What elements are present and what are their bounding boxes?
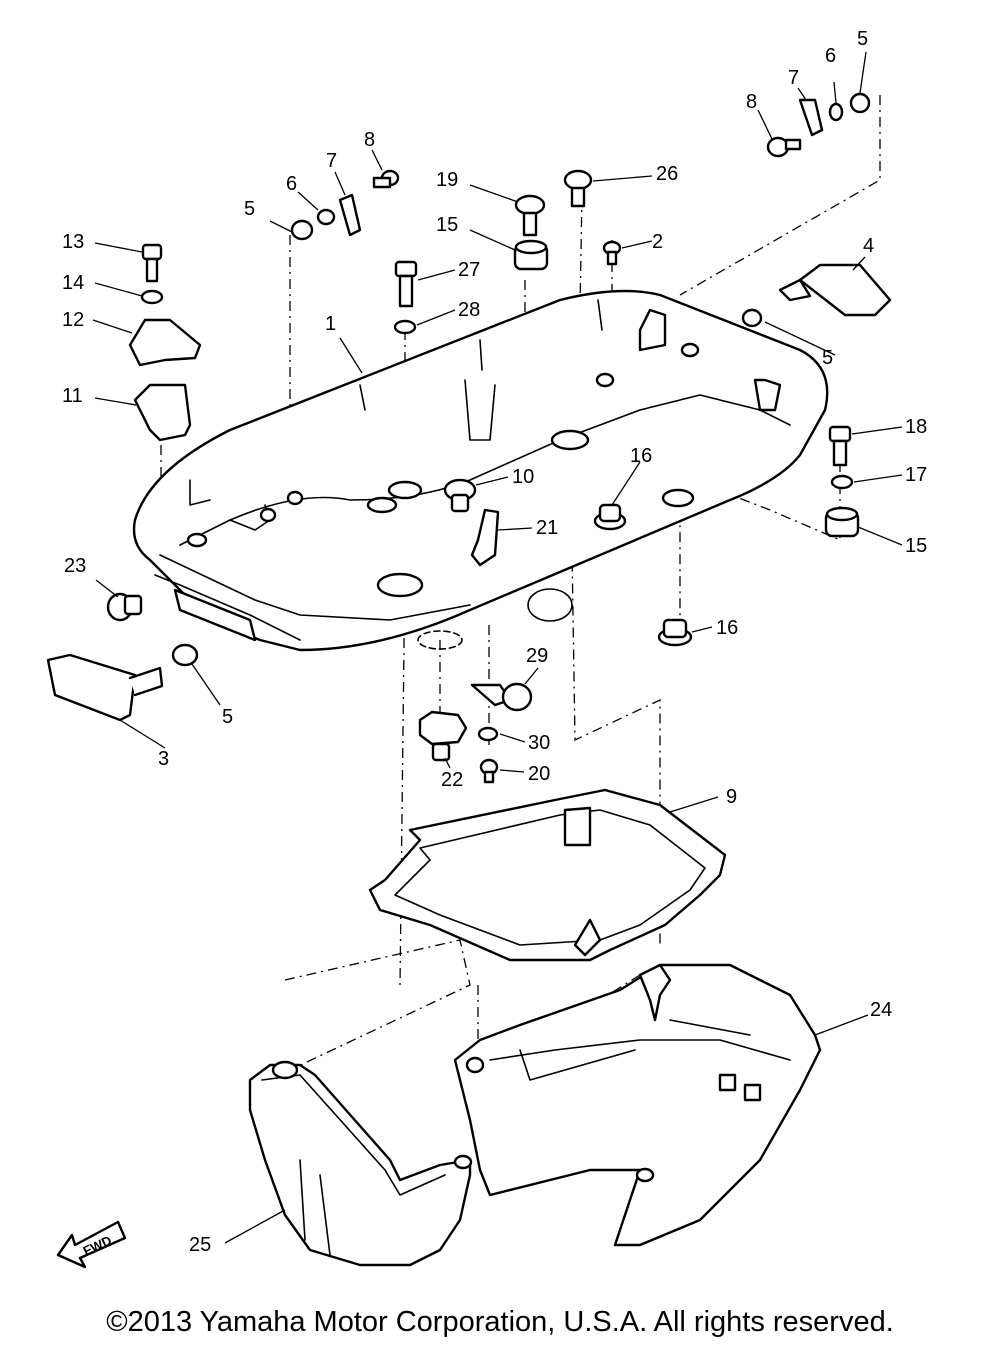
grommet-part-10 <box>443 478 477 513</box>
washer-part-17 <box>830 474 854 490</box>
callout-label: 22 <box>441 769 463 791</box>
callout-label: 4 <box>863 235 874 257</box>
washer-part-6 <box>828 102 844 122</box>
bracket-part-12 <box>128 318 202 367</box>
frame-part-9 <box>368 788 727 962</box>
grommet-part-16 <box>657 618 693 647</box>
side-cover-part-24 <box>453 963 822 1247</box>
callout-label: 15 <box>436 214 458 236</box>
callout-label: 13 <box>62 231 84 253</box>
bolt-part-26 <box>563 169 593 208</box>
clip-part-21 <box>470 508 500 567</box>
bottom-cowling-part-1 <box>132 289 829 652</box>
screw-part-20 <box>479 758 499 784</box>
callout-label: 5 <box>244 198 255 220</box>
callout-label: 14 <box>62 272 84 294</box>
callout-label: 7 <box>326 150 337 172</box>
screw-part-8 <box>372 169 400 189</box>
callout-label: 8 <box>364 129 375 151</box>
bushing-part-15 <box>824 506 860 538</box>
callout-label: 28 <box>458 299 480 321</box>
callout-label: 29 <box>526 645 548 667</box>
callout-label: 1 <box>325 313 336 335</box>
bolt-part-13 <box>141 243 163 283</box>
callout-label: 5 <box>857 28 868 50</box>
bolt-part-19 <box>514 194 546 237</box>
grommet-part-5 <box>171 643 199 667</box>
callout-label: 15 <box>905 535 927 557</box>
exploded-parts-diagram: FWD <box>46 28 927 1269</box>
grommet-part-16 <box>661 488 695 508</box>
callout-label: 26 <box>656 163 678 185</box>
grommet-part-5 <box>290 219 314 241</box>
screw-part-8 <box>766 136 802 158</box>
callout-label: 25 <box>189 1234 211 1256</box>
plate-part-7 <box>338 193 362 237</box>
callout-label: 21 <box>536 517 558 539</box>
bushing-part-15 <box>513 239 549 271</box>
copyright-notice: ©2013 Yamaha Motor Corporation, U.S.A. A… <box>106 1306 894 1338</box>
callout-label: 12 <box>62 309 84 331</box>
plate-part-7 <box>798 98 824 137</box>
callout-label: 24 <box>870 999 892 1021</box>
callout-label: 6 <box>286 173 297 195</box>
callout-label: 27 <box>458 259 480 281</box>
callout-label: 23 <box>64 555 86 577</box>
callout-label: 3 <box>158 748 169 770</box>
small-parts: FWD <box>46 92 892 1269</box>
washer-part-28 <box>393 319 417 335</box>
callout-label: 9 <box>726 786 737 808</box>
grommet-part-16 <box>593 503 627 531</box>
callout-label: 8 <box>746 91 757 113</box>
callout-label: 2 <box>652 231 663 253</box>
callout-label: 6 <box>825 45 836 67</box>
clamp-part-29 <box>470 682 533 712</box>
fwd-arrow-icon: FWD <box>56 1220 127 1269</box>
washer-part-6 <box>316 208 336 226</box>
grommet-part-5 <box>741 308 763 328</box>
plug-part-23 <box>106 592 143 622</box>
side-cover-part-25 <box>248 1060 473 1267</box>
callout-label: 17 <box>905 464 927 486</box>
leader-lines <box>92 51 903 1244</box>
screw-part-2 <box>602 240 622 266</box>
callout-label: 7 <box>788 67 799 89</box>
callout-label: 11 <box>62 385 83 407</box>
callout-labels: 1 2 3 4 5 5 5 5 6 6 7 7 8 8 9 10 11 12 1… <box>62 28 927 1256</box>
grommet-part-22 <box>418 710 468 762</box>
washer-part-30 <box>477 726 499 742</box>
callout-label: 5 <box>222 706 233 728</box>
callout-label: 5 <box>822 347 833 369</box>
callout-label: 16 <box>630 445 652 467</box>
washer-part-14 <box>140 289 164 305</box>
callout-label: 20 <box>528 763 550 785</box>
callout-label: 10 <box>512 466 534 488</box>
callout-label: 19 <box>436 169 458 191</box>
callout-label: 30 <box>528 732 550 754</box>
handle-part-4 <box>778 263 892 317</box>
callout-label: 18 <box>905 416 927 438</box>
damper-part-11 <box>133 383 192 442</box>
fwd-label: FWD <box>81 1233 114 1259</box>
bolt-part-18 <box>828 425 852 467</box>
grommet-part-5 <box>849 92 871 114</box>
callout-label: 16 <box>716 617 738 639</box>
bolt-part-27 <box>394 260 418 308</box>
handle-part-3 <box>46 653 164 722</box>
